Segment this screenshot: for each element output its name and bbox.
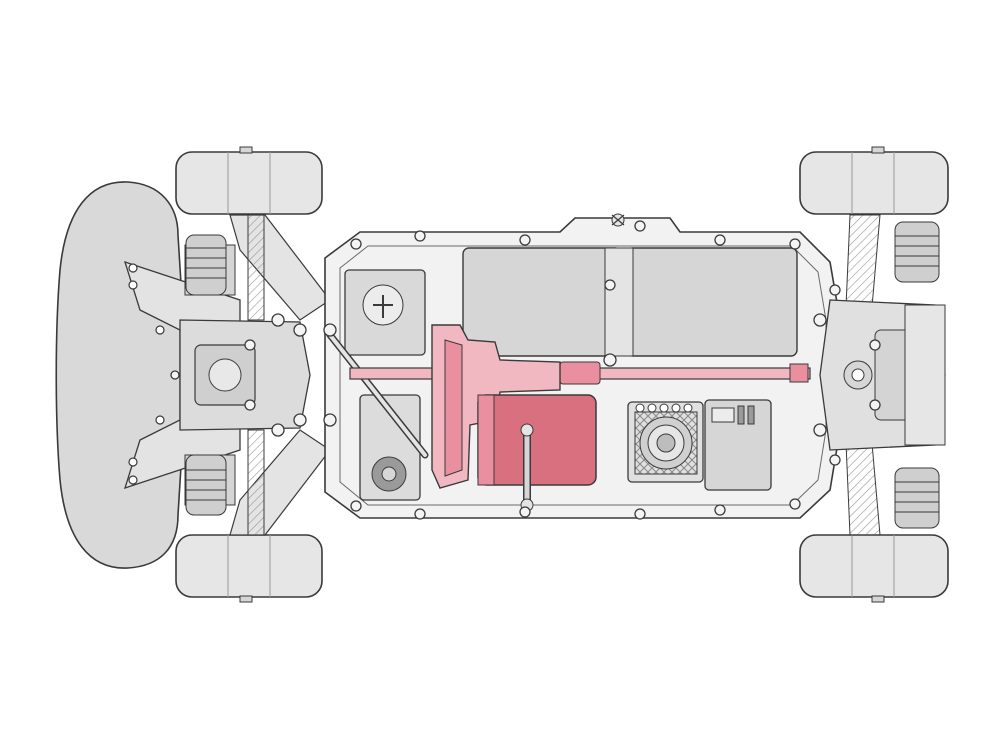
- rear-shock-upper: [894, 221, 940, 283]
- tire-front-right: [175, 534, 323, 603]
- bumper-holes: [128, 263, 165, 485]
- rear-suspension: [819, 214, 946, 536]
- tire-rear-left: [799, 146, 949, 215]
- screws: [170, 220, 881, 520]
- motor: [477, 394, 597, 512]
- front-shock-upper: [185, 234, 227, 296]
- front-bumper: [55, 181, 183, 569]
- esc-fan: [627, 401, 704, 483]
- front-shock-lower: [185, 454, 227, 516]
- battery-pack: [462, 247, 798, 357]
- front-suspension: [124, 214, 331, 536]
- tire-front-left: [175, 146, 323, 215]
- drive-shaft: [349, 361, 811, 385]
- steering-servo: [326, 269, 429, 501]
- tire-rear-right: [799, 534, 949, 603]
- rear-shock-lower: [894, 467, 940, 529]
- receiver: [704, 399, 772, 491]
- antenna-mount: [611, 213, 625, 227]
